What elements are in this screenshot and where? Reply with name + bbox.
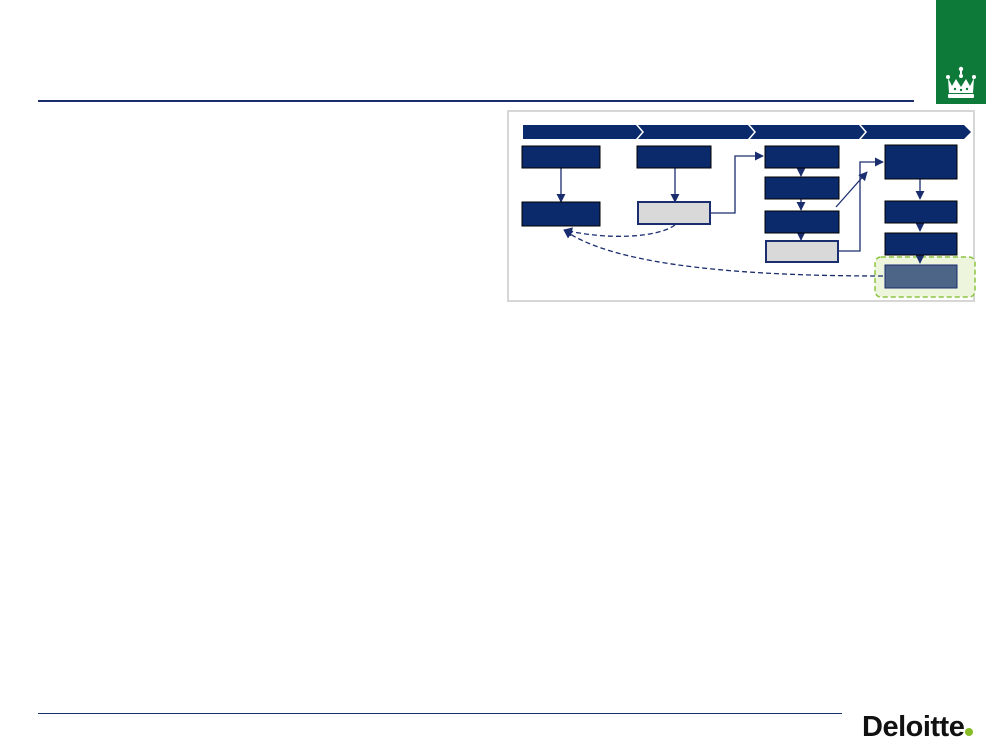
box-p2-bottom <box>637 201 711 225</box>
box-p4-3 <box>884 232 958 256</box>
process-boxes <box>521 144 958 289</box>
process-diagram <box>521 125 976 298</box>
deloitte-logo: Deloitte <box>862 708 998 746</box>
brand-dot <box>965 728 974 736</box>
feedback-p4-to-p1 <box>563 229 884 277</box>
brand-wordmark: Deloitte <box>862 711 965 743</box>
box-p2-top <box>636 145 712 169</box>
title-divider <box>38 100 914 102</box>
phase-chevron-2 <box>638 125 754 139</box>
box-p3-4 <box>765 240 839 263</box>
box-p1-top <box>521 145 601 169</box>
box-p4-2 <box>884 200 958 224</box>
connector-p2-to-p3 <box>710 151 764 214</box>
connector-p3-to-p4-b <box>838 157 884 252</box>
box-p3-2 <box>764 176 840 200</box>
connector-p3-to-p4-a <box>835 171 868 208</box>
box-p3-1 <box>764 145 840 169</box>
crest-badge <box>936 0 986 104</box>
connectors <box>556 151 925 277</box>
phase-chevron-1 <box>523 125 642 139</box>
phase-chevrons <box>523 125 971 139</box>
crown-icon <box>946 66 976 98</box>
box-p1-bottom <box>521 201 601 227</box>
phase-chevron-3 <box>750 125 865 139</box>
box-p4-1 <box>884 144 958 180</box>
box-p4-4 <box>884 264 958 289</box>
feedback-p2-to-p1 <box>563 224 676 237</box>
phase-chevron-4 <box>861 125 971 139</box>
box-p3-3 <box>764 210 840 234</box>
footer-divider <box>38 713 842 714</box>
